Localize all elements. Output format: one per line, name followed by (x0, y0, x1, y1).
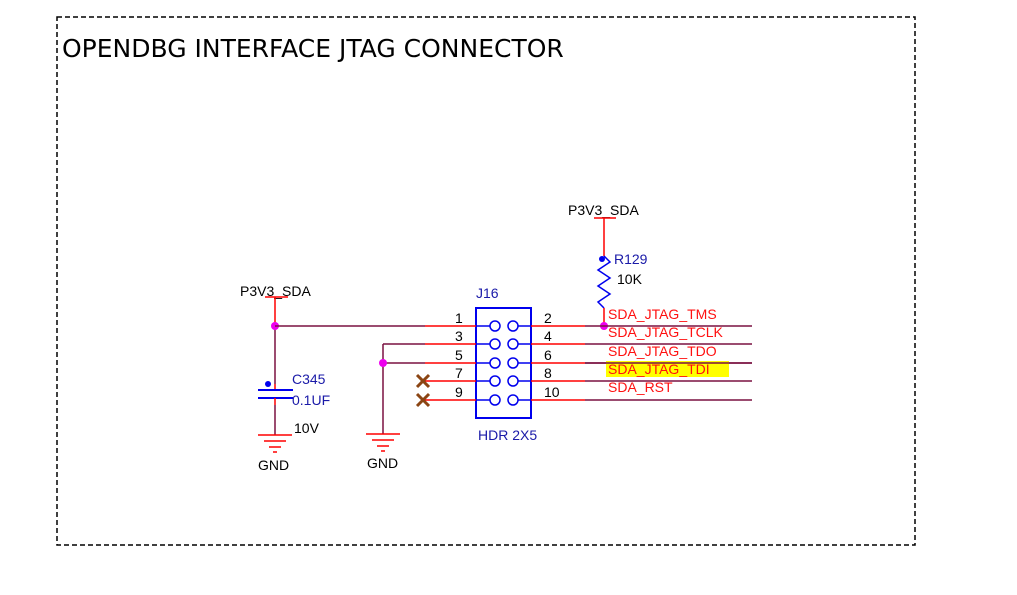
resistor-r129: P3V3_SDA R129 10K (568, 202, 648, 330)
capacitor-ref: C345 (292, 371, 326, 387)
pin-number-right: 2 (544, 310, 552, 326)
connector-ref: J16 (476, 285, 499, 301)
ground-icon (258, 434, 292, 453)
pin-circle-icon (507, 320, 519, 332)
left-power-branch: P3V3_SDA C345 0.1UF 10V GND (240, 283, 330, 473)
pin-circle-icon (489, 338, 501, 350)
net-highlight (606, 361, 729, 377)
pin-circle-icon (507, 338, 519, 350)
pin1-dot-icon (599, 256, 605, 262)
junction-dot-icon (379, 359, 387, 367)
pin-number-right: 4 (544, 328, 552, 344)
pin-circle-icon (507, 394, 519, 406)
capacitor-voltage: 10V (294, 420, 320, 436)
pin-number-left: 5 (455, 347, 463, 363)
net-label: SDA_JTAG_TDI (608, 361, 710, 377)
connector-j16: J16 HDR 2X5 1 2 3 4 5 6 7 8 9 10 (425, 285, 585, 443)
pin-number-right: 8 (544, 365, 552, 381)
net-label: SDA_JTAG_TMS (608, 306, 717, 322)
net-label: SDA_JTAG_TDO (608, 343, 717, 359)
pin-number-left: 9 (455, 384, 463, 400)
resistor-value: 10K (617, 271, 643, 287)
pin-circle-icon (489, 320, 501, 332)
pin-circle-icon (489, 394, 501, 406)
net-labels: SDA_JTAG_TMS SDA_JTAG_TCLK SDA_JTAG_TDO SDA… (585, 306, 752, 401)
power-label-right: P3V3_SDA (568, 202, 639, 218)
no-connect-pin9-icon (415, 392, 431, 408)
net-label: SDA_JTAG_TCLK (608, 324, 724, 340)
power-label-left: P3V3_SDA (240, 283, 311, 299)
pin-circle-icon (507, 375, 519, 387)
net-label: SDA_RST (608, 379, 673, 395)
sheet-border (56, 16, 916, 546)
connector-type: HDR 2X5 (478, 427, 537, 443)
sheet-title: OPENDBG INTERFACE JTAG CONNECTOR (62, 34, 564, 63)
pin-circle-icon (507, 357, 519, 369)
resistor-zigzag-icon (596, 255, 612, 309)
no-connect-pin7-icon (415, 373, 431, 389)
pin-circle-icon (489, 357, 501, 369)
pin-number-left: 1 (455, 310, 463, 326)
pin-number-left: 3 (455, 328, 463, 344)
ground-icon (366, 433, 400, 452)
resistor-ref: R129 (614, 251, 648, 267)
ground-branch: GND (366, 343, 425, 471)
capacitor-value: 0.1UF (292, 392, 330, 408)
gnd-label-mid: GND (367, 455, 398, 471)
pin-circle-icon (489, 375, 501, 387)
pin-number-left: 7 (455, 365, 463, 381)
gnd-label-left: GND (258, 457, 289, 473)
pin-number-right: 6 (544, 347, 552, 363)
pin-number-right: 10 (544, 384, 560, 400)
pin1-dot-icon (265, 381, 271, 387)
